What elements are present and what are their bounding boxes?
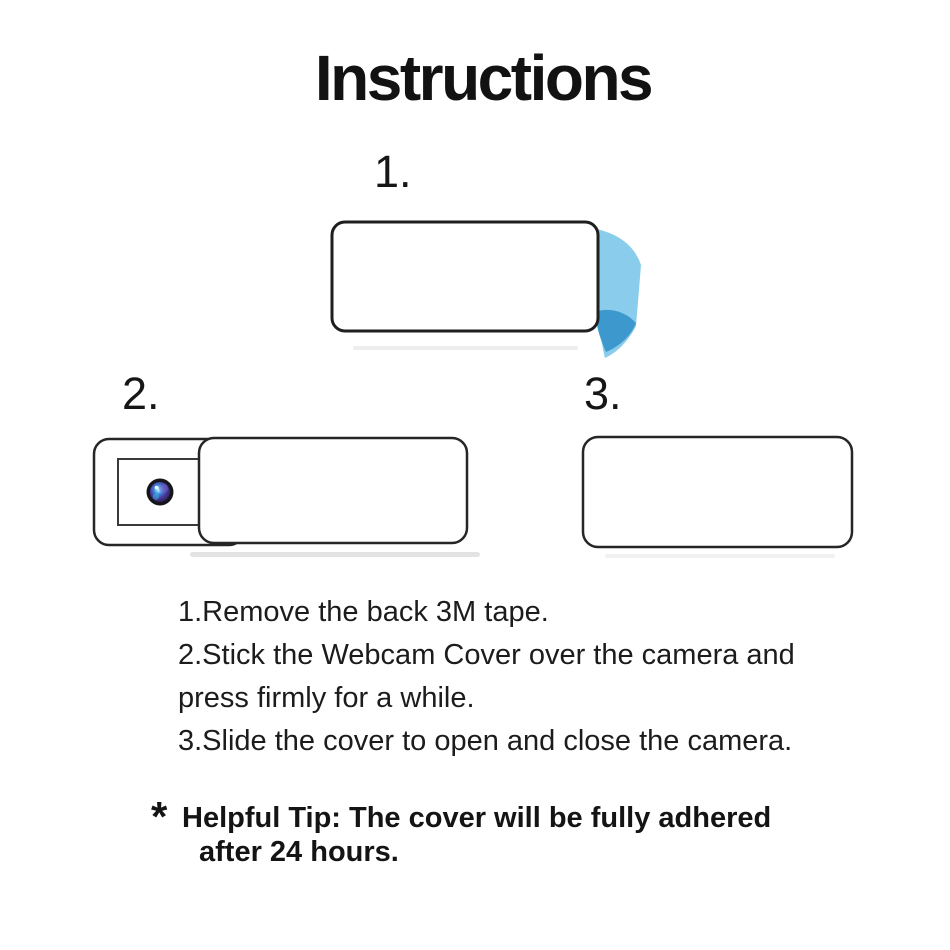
lens-window <box>117 458 201 526</box>
figure-shadow <box>605 554 835 558</box>
instruction-line-2: 2.Stick the Webcam Cover over the camera… <box>178 639 795 671</box>
cover-slider-step2 <box>197 436 469 545</box>
tape-fold-icon <box>595 309 636 352</box>
instruction-text-block: 1.Remove the back 3M tape. 2.Stick the W… <box>178 591 795 763</box>
instruction-line-3: press firmly for a while. <box>178 682 475 714</box>
step-1-figure <box>330 220 641 358</box>
figure-shadow <box>353 346 578 350</box>
cover-closed-step3 <box>581 435 854 549</box>
instruction-line-1: 1.Remove the back 3M tape. <box>178 596 549 628</box>
step-3-figure <box>581 435 854 558</box>
step-3-label: 3. <box>584 368 622 419</box>
cover-body-step1 <box>330 220 600 333</box>
figure-shadow <box>190 552 480 557</box>
camera-lens-icon <box>146 478 174 506</box>
tip-line-2: after 24 hours. <box>199 836 399 868</box>
tip-line-1: Helpful Tip: The cover will be fully adh… <box>182 802 772 834</box>
step-1-label: 1. <box>374 146 412 197</box>
tip-asterisk: * <box>151 793 168 840</box>
page-title: Instructions <box>314 42 654 114</box>
instruction-line-4: 3.Slide the cover to open and close the … <box>178 725 793 757</box>
step-2-label: 2. <box>122 368 160 419</box>
step-2-figure <box>92 436 480 557</box>
